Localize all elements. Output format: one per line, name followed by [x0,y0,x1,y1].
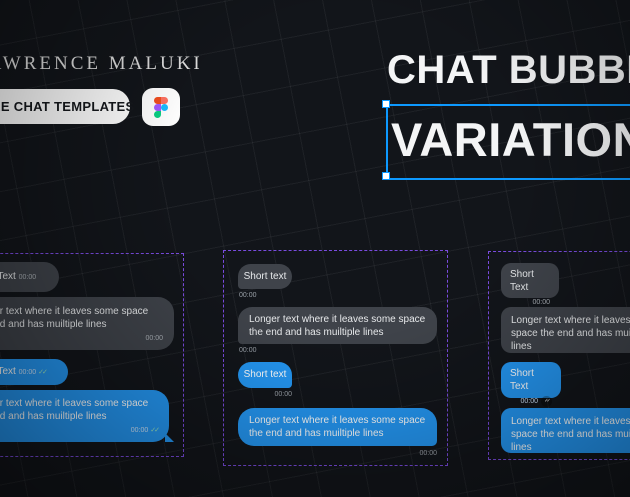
figma-logo-tile[interactable] [142,88,180,126]
double-check-icon [150,427,158,434]
author-name[interactable]: LAWRENCE MALUKI [0,53,203,74]
title-line-1[interactable]: CHAT BUBBLE [387,48,630,92]
message-text: Short text [243,271,287,282]
message-text: Short Text [0,366,16,377]
badge-label: FREE CHAT TEMPLATES [0,99,135,114]
received-long-bubble[interactable]: Longer text where it leaves some space t… [501,307,630,353]
message-text: Longer text where it leaves some space t… [249,314,426,338]
message-time: 00:00 [18,274,37,281]
message-text: Short Text [510,368,534,392]
sent-long-bubble[interactable]: Longer text where it leaves some space t… [0,390,169,442]
message-time: 00:00 [145,335,163,342]
sent-short-bubble[interactable]: Short Text 00:00 [501,362,561,407]
received-short-bubble[interactable]: Short Text 00:00 [0,262,59,292]
selection-handle-bottom-left[interactable] [382,172,390,180]
free-chat-templates-badge[interactable]: FREE CHAT TEMPLATES [0,89,134,124]
message-text: Longer text where it leaves some space t… [249,415,426,439]
message-text: Short text [243,369,287,380]
message-time: 00:00 [18,369,37,376]
title-line-2-selected[interactable]: VARIATIONS [391,113,630,166]
figma-logo-icon [154,96,168,118]
received-long-bubble[interactable]: Longer text where it leaves some space t… [0,297,174,350]
chat-variation-panel-2[interactable]: Short text 00:00 Longer text where it le… [223,250,448,466]
received-short-bubble[interactable]: Short Text 00:00 [501,263,559,306]
double-check-icon [38,369,46,376]
double-check-icon [544,395,548,408]
selection-box [386,104,630,180]
message-time: 00:00 [130,427,149,434]
sent-long-bubble[interactable]: Longer text where it leaves some space t… [238,408,437,446]
message-text: Longer text where it leaves some space t… [511,416,630,453]
sent-short-bubble[interactable]: Short text [238,362,292,388]
message-time: 00:00 [239,347,257,354]
message-text: Short Text [510,269,534,293]
sent-long-bubble[interactable]: Longer text where it leaves some space t… [501,408,630,453]
chat-variation-panel-1[interactable]: Short Text 00:00 Longer text where it le… [0,253,184,457]
chat-variation-panel-3[interactable]: Short Text 00:00 Longer text where it le… [488,251,630,460]
selection-handle-top-left[interactable] [382,100,390,108]
message-text: Short Text [0,271,16,282]
message-text: Longer text where it leaves some space t… [511,315,630,352]
received-long-bubble[interactable]: Longer text where it leaves some space t… [238,307,437,344]
message-time: 00:00 [274,391,292,398]
message-text: Longer text where it leaves some space t… [0,306,149,330]
received-short-bubble[interactable]: Short text [238,264,292,289]
message-text: Longer text where it leaves some space t… [0,398,149,422]
message-time: 00:00 [419,450,437,457]
message-time: 00:00 [239,292,257,299]
message-time: 00:00 [532,299,550,306]
message-time: 00:00 [520,398,538,405]
status-badge [541,396,552,407]
sent-short-bubble[interactable]: Short Text 00:00 [0,359,68,385]
